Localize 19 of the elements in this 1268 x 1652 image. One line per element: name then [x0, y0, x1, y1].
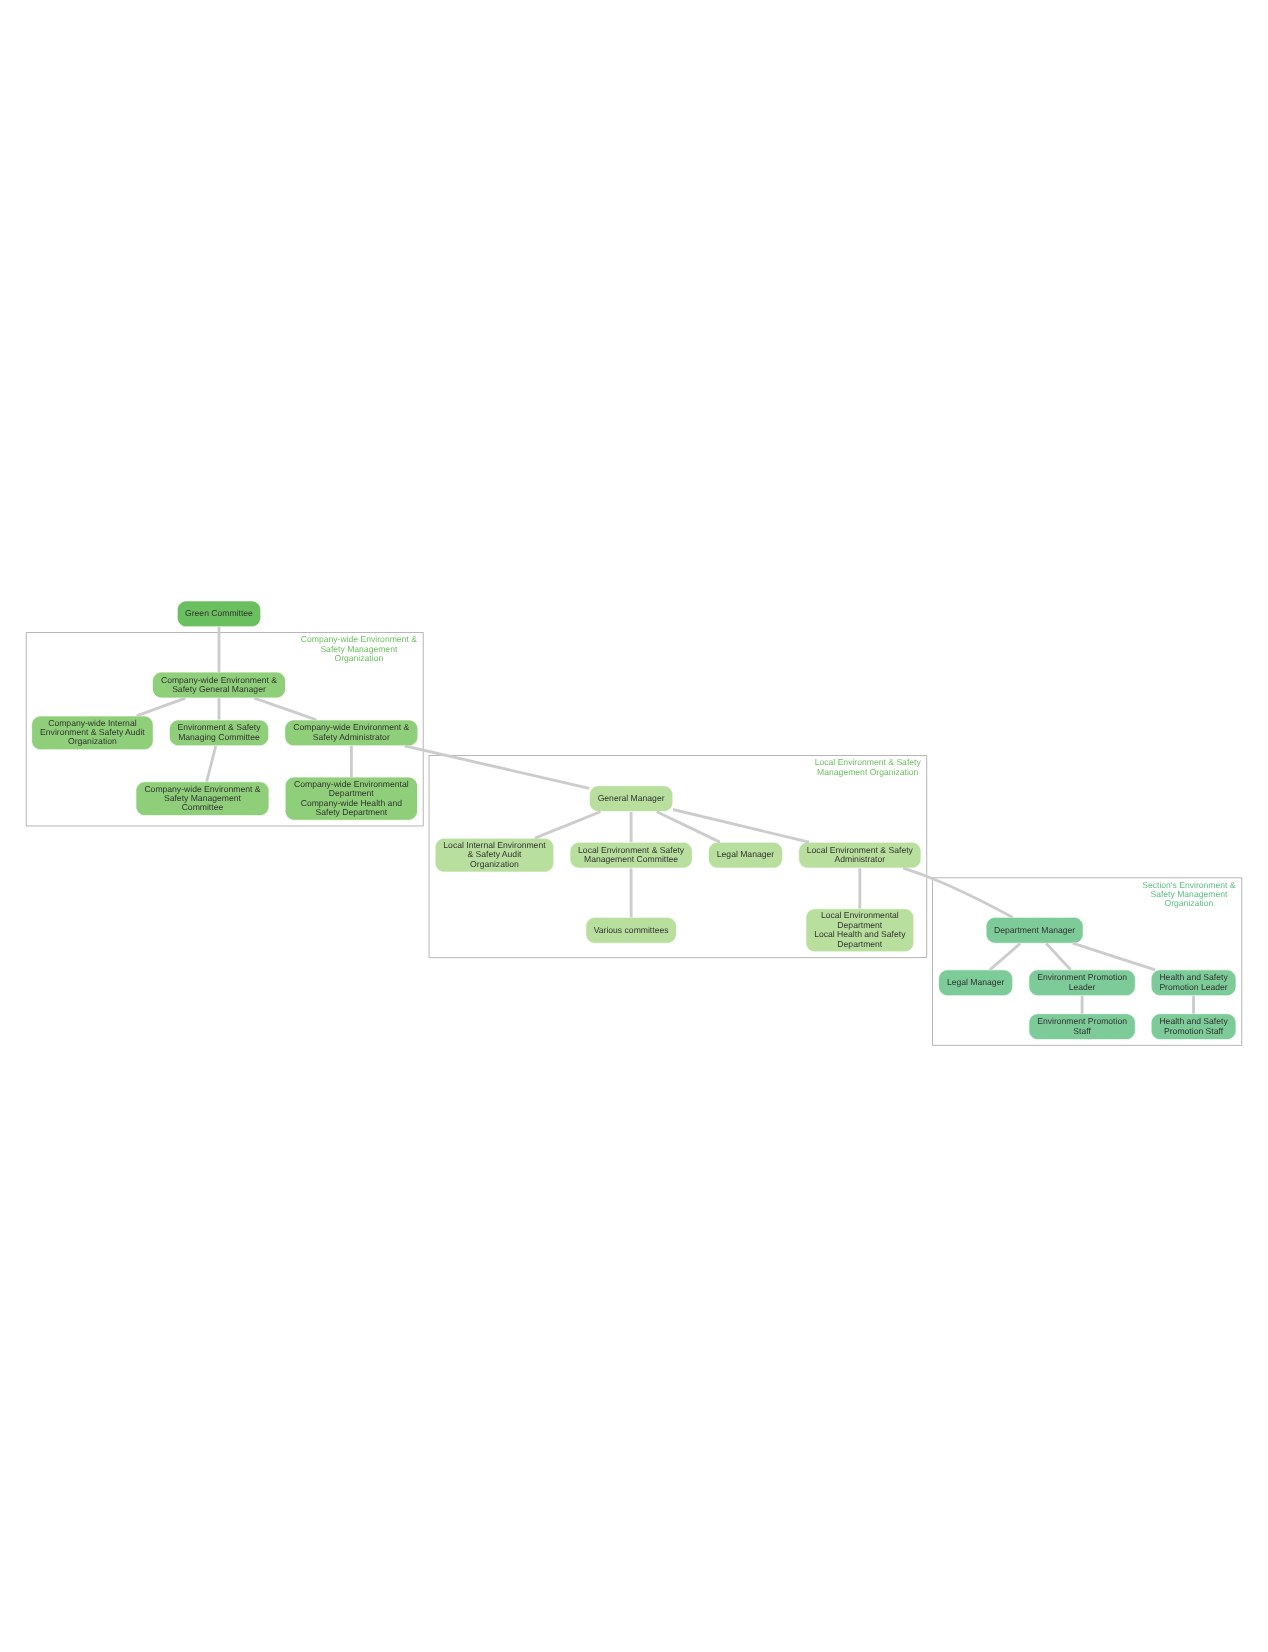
connector [217, 627, 221, 672]
connector [629, 811, 633, 843]
connector [629, 868, 633, 918]
connector [349, 746, 353, 777]
connector [217, 698, 221, 720]
connector [1192, 995, 1195, 1014]
connector [1045, 942, 1072, 971]
connector [672, 808, 810, 844]
connector [404, 744, 590, 790]
connector [253, 696, 317, 722]
connector [205, 745, 218, 783]
connector [858, 868, 862, 909]
connector [136, 696, 186, 718]
connector [1080, 995, 1084, 1014]
connector [902, 866, 1014, 919]
connector [534, 810, 601, 840]
connector [656, 810, 721, 844]
connector [1072, 941, 1156, 972]
connector [988, 942, 1022, 971]
